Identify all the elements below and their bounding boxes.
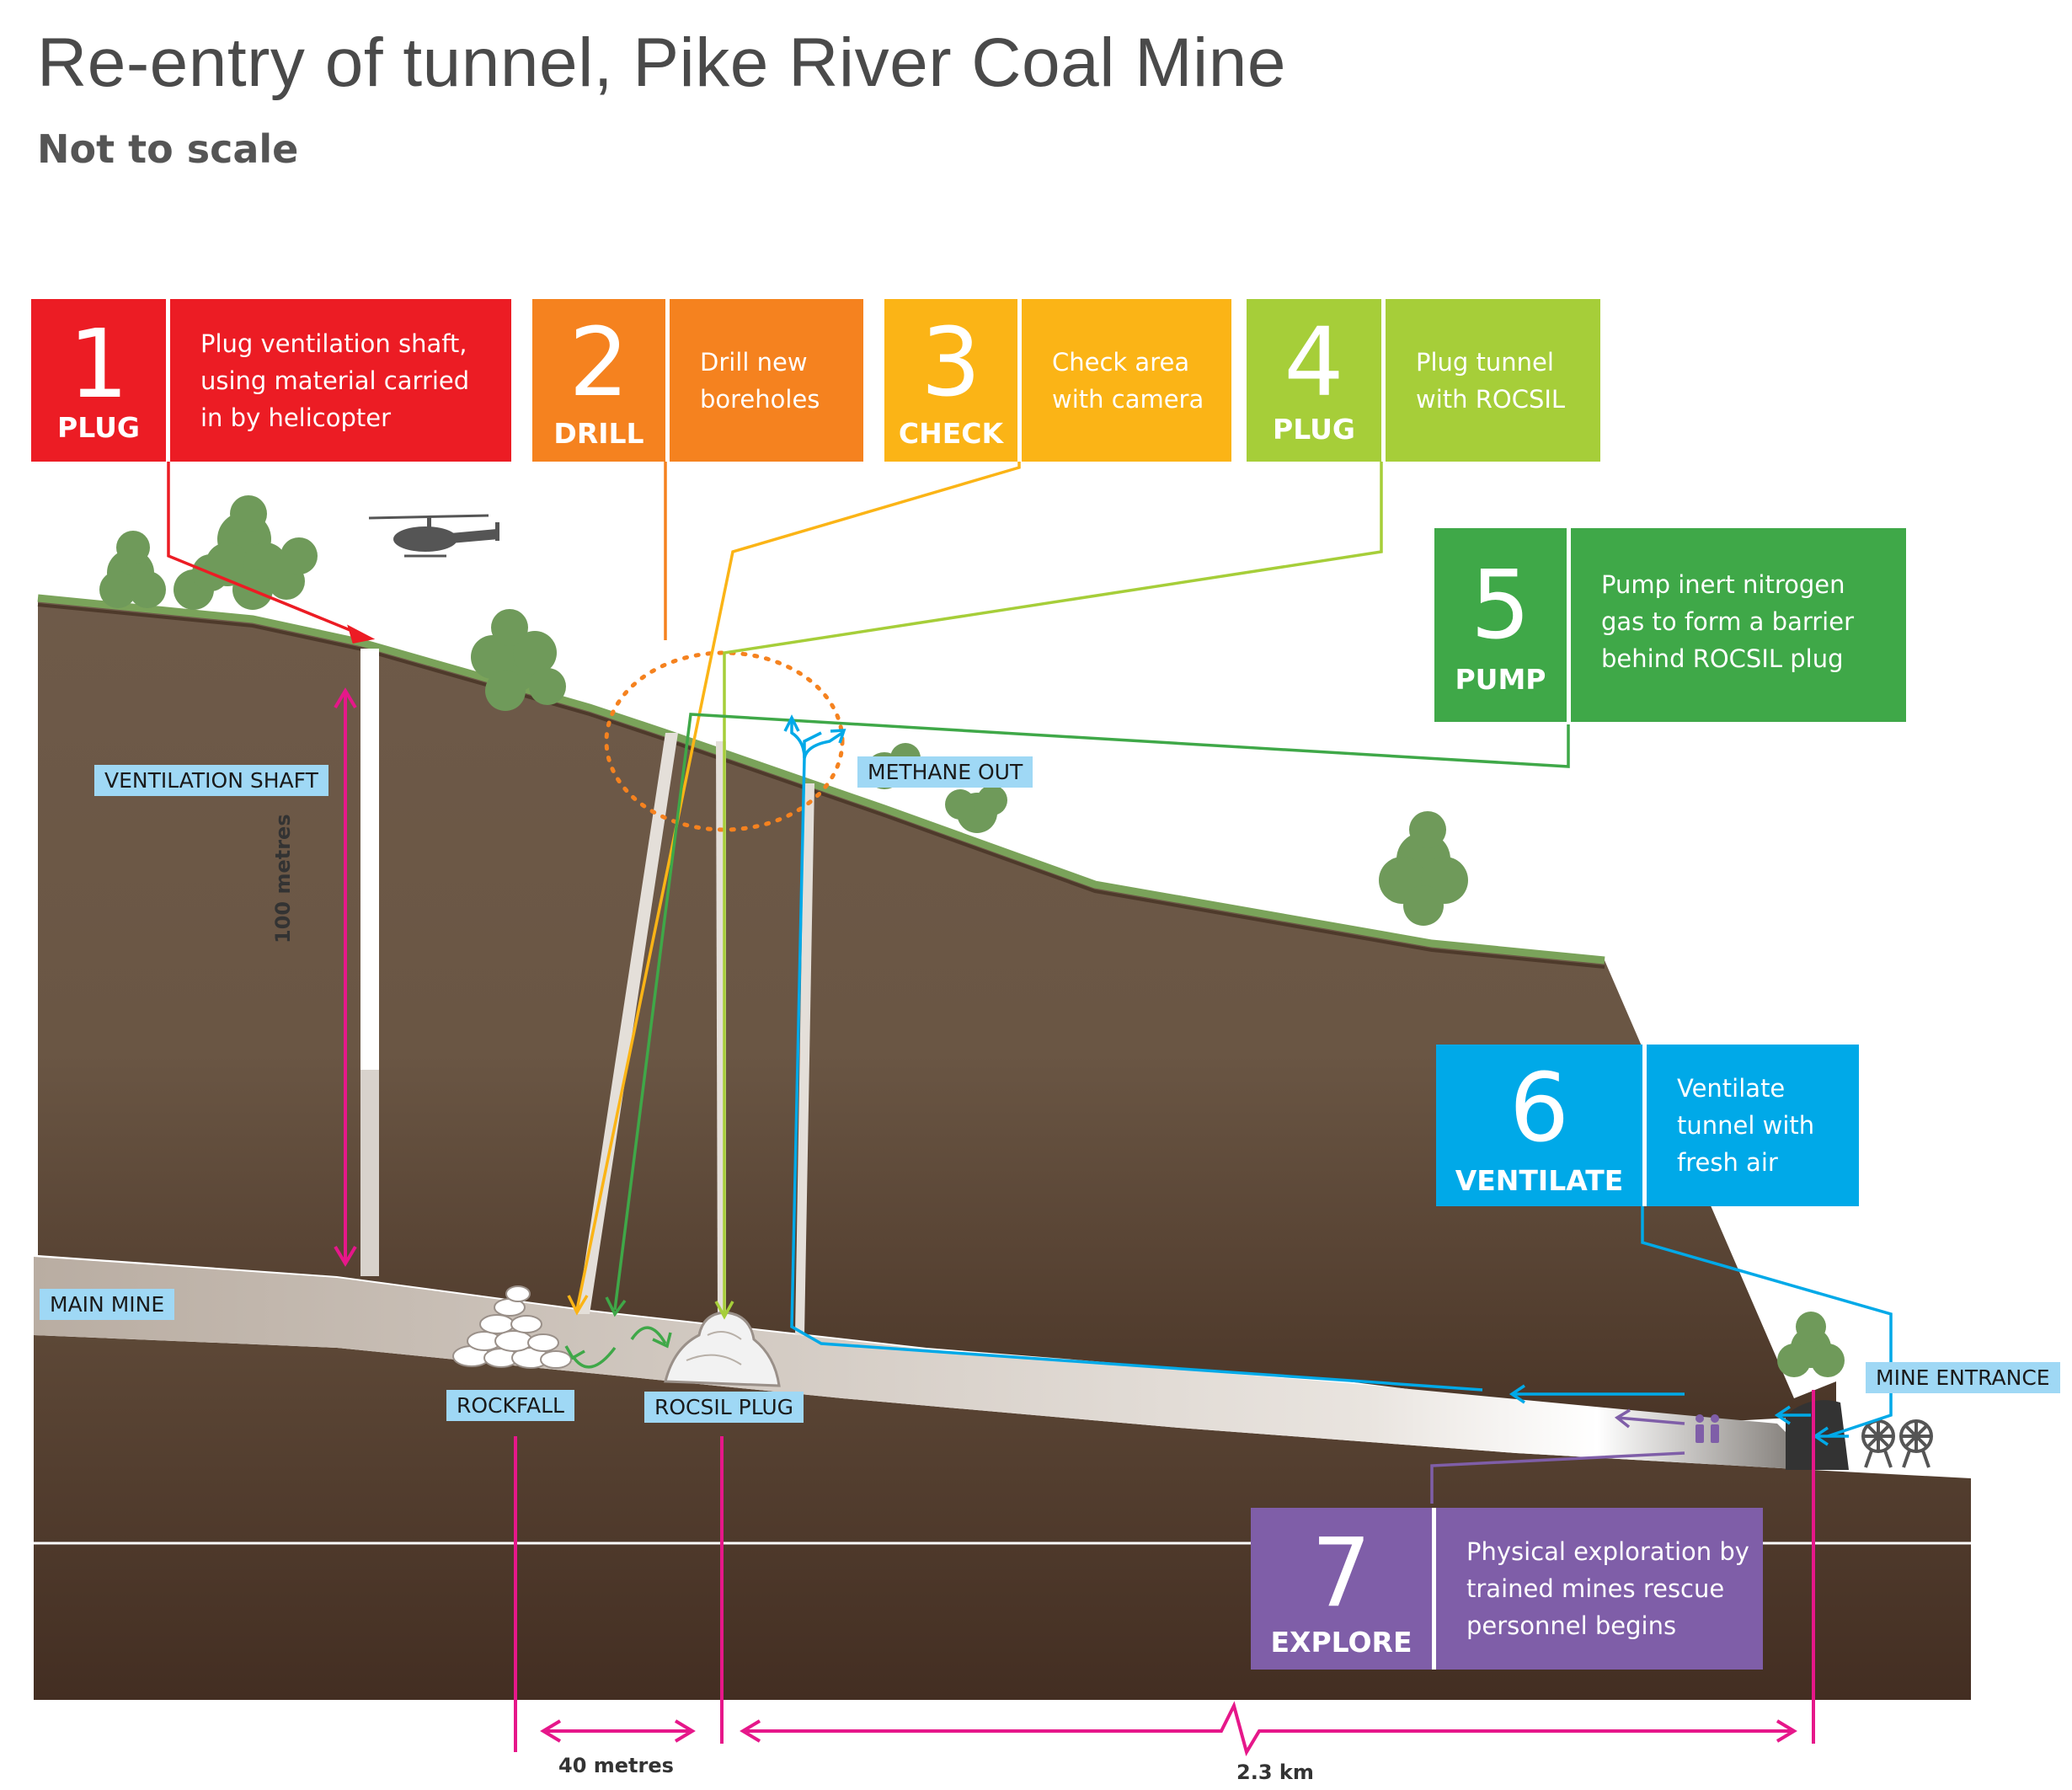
- step-3-box: 3 CHECK Check area with camera: [884, 299, 1231, 462]
- step-7-box: 7 EXPLORE Physical exploration by traine…: [1251, 1508, 1763, 1670]
- step-7-number: 7: [1311, 1519, 1372, 1628]
- shaft-depth-measure: 100 metres: [271, 814, 295, 943]
- step-1-word: PLUG: [57, 411, 140, 444]
- step-4-number: 4: [1284, 308, 1344, 418]
- rockfall-pile: [452, 1285, 572, 1369]
- step-5-text: Pump inert nitrogen gas to form a barrie…: [1601, 570, 1854, 673]
- methane-out-label: METHANE OUT: [857, 756, 1033, 788]
- main-mine-label: MAIN MINE: [40, 1289, 175, 1320]
- step-3-word: CHECK: [898, 417, 1004, 450]
- person-icon: [1696, 1414, 1719, 1443]
- step-2-box: 2 DRILL Drill new boreholes: [532, 299, 863, 462]
- helicopter-icon: [368, 514, 499, 558]
- step-4-text: Plug tunnel with ROCSIL: [1416, 347, 1566, 414]
- step-6-number: 6: [1509, 1054, 1570, 1163]
- rocsil-plug-label: ROCSIL PLUG: [644, 1392, 804, 1423]
- plug-distance-measure: 40 metres: [558, 1754, 674, 1777]
- step-1-text: Plug ventilation shaft, using material c…: [200, 329, 470, 432]
- tree-icon: [99, 495, 1845, 1377]
- rockfall-label: ROCKFALL: [446, 1390, 574, 1421]
- step-6-box: 6 VENTILATE Ventilate tunnel with fresh …: [1436, 1045, 1859, 1206]
- step-2-word: DRILL: [553, 417, 644, 450]
- drill-area-circle: [604, 650, 845, 832]
- page-subtitle: Not to scale: [37, 126, 299, 172]
- step-5-word: PUMP: [1455, 663, 1546, 696]
- step-5-number: 5: [1470, 551, 1531, 660]
- tunnel-length-measure: 2.3 km: [1236, 1761, 1314, 1784]
- main-tunnel: [34, 1257, 1811, 1470]
- step-3-text: Check area with camera: [1052, 347, 1204, 414]
- fan-icon: [1861, 1419, 1933, 1468]
- mine-entrance-label: MINE ENTRANCE: [1866, 1362, 2060, 1393]
- step-1-box: 1 PLUG Plug ventilation shaft, using mat…: [31, 299, 511, 462]
- upper-earth: [38, 598, 1836, 1424]
- step-1-number: 1: [68, 310, 129, 419]
- step-3-number: 3: [921, 308, 981, 418]
- step-5-box: 5 PUMP Pump inert nitrogen gas to form a…: [1434, 528, 1906, 722]
- step-2-number: 2: [569, 308, 629, 418]
- step-4-word: PLUG: [1273, 413, 1355, 446]
- step-7-word: EXPLORE: [1270, 1626, 1412, 1659]
- step-6-text: Ventilate tunnel with fresh air: [1677, 1074, 1815, 1177]
- step-7-text: Physical exploration by trained mines re…: [1466, 1537, 1749, 1640]
- step-2-text: Drill new boreholes: [700, 347, 820, 414]
- step-4-box: 4 PLUG Plug tunnel with ROCSIL: [1247, 299, 1600, 462]
- step-6-word: VENTILATE: [1455, 1164, 1624, 1197]
- page-title: Re-entry of tunnel, Pike River Coal Mine: [37, 24, 1286, 101]
- ventilation-shaft-label: VENTILATION SHAFT: [94, 765, 328, 796]
